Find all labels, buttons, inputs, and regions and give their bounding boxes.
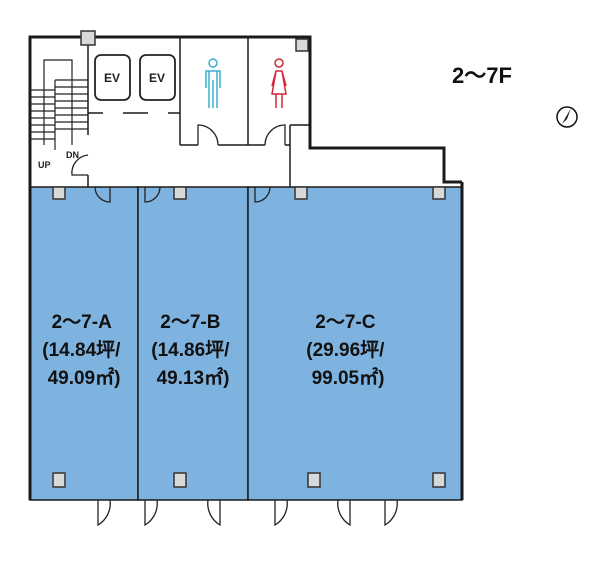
- unit-a-area[interactable]: [29, 186, 139, 501]
- structural-columns: [52, 30, 446, 488]
- door-icon: [144, 186, 161, 203]
- unit-c-label: 2～7-C (29.96坪/ 99.05㎡): [306, 312, 389, 389]
- floor-label: 2～7F: [452, 63, 512, 88]
- door-icon: [71, 154, 89, 176]
- bottom-doors: [97, 499, 398, 527]
- elevator-1: [94, 54, 131, 101]
- male-restroom-icon: [205, 58, 221, 108]
- door-icon: [197, 124, 219, 146]
- unit-b-area[interactable]: [137, 186, 249, 501]
- stairs-up-label: UP: [38, 160, 51, 170]
- elevator-1-label: EV: [104, 71, 120, 85]
- stairs-down-label: DN: [66, 150, 79, 160]
- staircase: [30, 59, 88, 150]
- north-arrow-icon: [556, 106, 578, 128]
- door-icon: [254, 186, 271, 203]
- female-restroom-icon: [271, 58, 287, 108]
- unit-a-label: 2～7-A (14.84坪/ 49.09㎡): [42, 312, 125, 389]
- unit-c-area[interactable]: [247, 186, 463, 501]
- core-walls: [28, 35, 462, 187]
- door-icon: [264, 124, 286, 146]
- elevator-2-label: EV: [149, 71, 165, 85]
- door-icon: [94, 186, 111, 203]
- unit-b-label: 2～7-B (14.86坪/ 49.13㎡): [151, 312, 234, 389]
- elevator-2: [139, 54, 176, 101]
